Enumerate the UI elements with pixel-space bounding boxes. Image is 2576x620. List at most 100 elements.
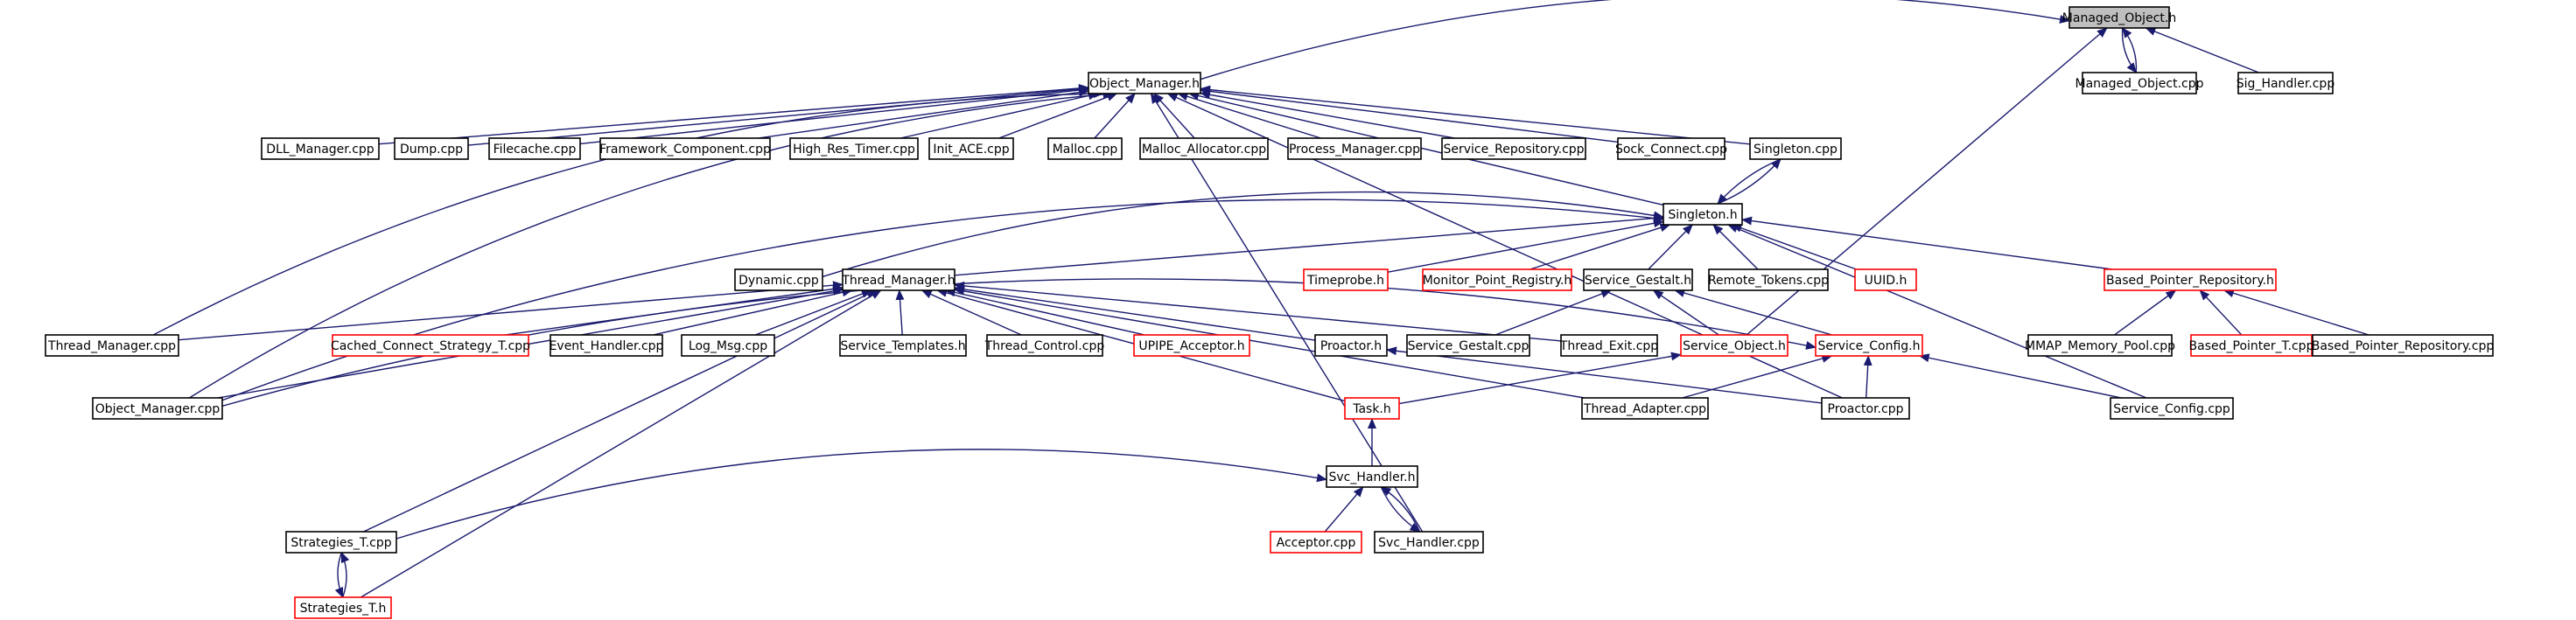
node-service-gestalt-h[interactable]: Service_Gestalt.h	[1583, 268, 1693, 291]
node-proactor-h[interactable]: Proactor.h	[1314, 334, 1388, 357]
node-service-repository-cpp[interactable]: Service_Repository.cpp	[1441, 137, 1586, 160]
node-box	[1088, 72, 1201, 94]
node-high-res-timer-cpp[interactable]: High_Res_Timer.cpp	[789, 137, 919, 160]
node-timeprobe-h[interactable]: Timeprobe.h	[1303, 268, 1389, 291]
node-thread-exit-cpp[interactable]: Thread_Exit.cpp	[1559, 334, 1658, 357]
node-box	[1583, 268, 1693, 291]
node-label: Thread_Control.cpp	[984, 339, 1105, 353]
node-strategies-t-h[interactable]: Strategies_T.h	[294, 596, 392, 619]
node-acceptor-cpp[interactable]: Acceptor.cpp	[1270, 531, 1362, 554]
edge-strategies-t-cpp-to-strategies-t-h	[334, 552, 344, 598]
node-box	[1047, 137, 1123, 160]
edge-thread-manager-h-to-singleton-h	[954, 213, 1664, 276]
node-thread-adapter-cpp[interactable]: Thread_Adapter.cpp	[1581, 397, 1709, 420]
node-box	[1326, 465, 1418, 488]
node-managed-object-cpp[interactable]: Managed_Object.cpp	[2075, 72, 2204, 94]
node-box	[986, 334, 1103, 357]
edge-task-h-to-service-object-h	[1398, 352, 1682, 405]
edge-svc-handler-cpp-to-svc-handler-h	[1380, 486, 1421, 533]
node-dump-cpp[interactable]: Dump.cpp	[394, 137, 469, 160]
node-dynamic-cpp[interactable]: Dynamic.cpp	[734, 268, 823, 291]
node-based-pointer-repository-h[interactable]: Based_Pointer_Repository.h	[2104, 268, 2277, 291]
node-label: Service_Templates.h	[840, 339, 965, 353]
node-task-h[interactable]: Task.h	[1344, 397, 1400, 420]
node-box	[839, 334, 967, 357]
node-label: Proactor.h	[1320, 339, 1382, 353]
node-uuid-h[interactable]: UUID.h	[1854, 268, 1917, 291]
node-thread-manager-h[interactable]: Thread_Manager.h	[841, 268, 956, 291]
node-mmap-memory-pool-cpp[interactable]: MMAP_Memory_Pool.cpp	[2025, 334, 2175, 357]
node-box	[550, 334, 663, 357]
node-init-ace-cpp[interactable]: Init_ACE.cpp	[928, 137, 1014, 160]
node-framework-component-cpp[interactable]: Framework_Component.cpp	[599, 137, 771, 160]
node-label: Based_Pointer_T.cpp	[2189, 339, 2314, 353]
node-singleton-cpp[interactable]: Singleton.cpp	[1749, 137, 1842, 160]
node-label: Cached_Connect_Strategy_T.cpp	[331, 339, 530, 353]
node-log-msg-cpp[interactable]: Log_Msg.cpp	[681, 334, 775, 357]
node-label: Remote_Tokens.cpp	[1708, 274, 1829, 288]
node-box	[488, 137, 581, 160]
edge-service-object-h-to-service-gestalt-h	[1652, 289, 1719, 336]
node-thread-control-cpp[interactable]: Thread_Control.cpp	[984, 334, 1105, 357]
node-process-manager-cpp[interactable]: Process_Manager.cpp	[1287, 137, 1422, 160]
edge-proactor-cpp-to-service-config-h	[1863, 355, 1872, 399]
node-box	[734, 268, 823, 291]
edge-acceptor-cpp-to-svc-handler-h	[1324, 486, 1364, 533]
edge-object-manager-h-to-managed-object-h	[1200, 0, 2070, 80]
node-label: Filecache.cpp	[494, 143, 577, 157]
edge-object-manager-cpp-to-singleton-h	[221, 199, 1664, 401]
edge-thread-adapter-cpp-to-thread-manager-h	[954, 286, 1585, 399]
node-box	[2068, 6, 2170, 29]
node-service-config-h[interactable]: Service_Config.h	[1815, 334, 1923, 357]
edge-timeprobe-h-to-singleton-h	[1387, 219, 1664, 273]
node-service-object-h[interactable]: Service_Object.h	[1680, 334, 1788, 357]
node-box	[2027, 334, 2173, 357]
node-box	[1406, 334, 1530, 357]
node-service-templates-h[interactable]: Service_Templates.h	[839, 334, 967, 357]
edge-dynamic-cpp-to-singleton-h	[822, 191, 1664, 278]
node-managed-object-h[interactable]: Managed_Object.h	[2062, 6, 2176, 29]
node-dll-manager-cpp[interactable]: DLL_Manager.cpp	[261, 137, 380, 160]
node-event-handler-cpp[interactable]: Event_Handler.cpp	[550, 334, 664, 357]
node-box	[1441, 137, 1586, 160]
node-remote-tokens-cpp[interactable]: Remote_Tokens.cpp	[1708, 268, 1829, 291]
edge-based-pointer-repository-h-to-singleton-h	[1741, 216, 2112, 270]
node-box	[599, 137, 771, 160]
edge-service-object-h-to-managed-object-h	[1746, 27, 2108, 336]
node-box	[2312, 334, 2494, 357]
node-box	[1560, 334, 1658, 357]
node-based-pointer-t-cpp[interactable]: Based_Pointer_T.cpp	[2189, 334, 2314, 357]
node-object-manager-h[interactable]: Object_Manager.h	[1088, 72, 1201, 94]
node-svc-handler-cpp[interactable]: Svc_Handler.cpp	[1374, 531, 1484, 554]
node-label: Malloc_Allocator.cpp	[1142, 143, 1266, 157]
node-box	[928, 137, 1014, 160]
node-box	[1581, 397, 1709, 420]
node-object-manager-cpp[interactable]: Object_Manager.cpp	[92, 397, 223, 420]
node-based-pointer-repository-cpp[interactable]: Based_Pointer_Repository.cpp	[2312, 334, 2495, 357]
node-monitor-point-registry-h[interactable]: Monitor_Point_Registry.h	[1422, 268, 1572, 291]
node-label: Thread_Manager.h	[841, 274, 955, 288]
node-strategies-t-cpp[interactable]: Strategies_T.cpp	[285, 531, 397, 554]
node-box	[2110, 397, 2234, 420]
node-filecache-cpp[interactable]: Filecache.cpp	[488, 137, 581, 160]
node-thread-manager-cpp[interactable]: Thread_Manager.cpp	[45, 334, 179, 357]
node-malloc-allocator-cpp[interactable]: Malloc_Allocator.cpp	[1139, 137, 1269, 160]
edge-based-pointer-t-cpp-to-based-pointer-repository-h	[2199, 289, 2243, 336]
node-label: MMAP_Memory_Pool.cpp	[2025, 339, 2175, 353]
node-proactor-cpp[interactable]: Proactor.cpp	[1821, 397, 1910, 420]
node-service-gestalt-cpp[interactable]: Service_Gestalt.cpp	[1406, 334, 1530, 357]
node-label: DLL_Manager.cpp	[266, 143, 374, 157]
node-cached-connect-strategy-t-cpp[interactable]: Cached_Connect_Strategy_T.cpp	[331, 334, 530, 357]
node-svc-handler-h[interactable]: Svc_Handler.h	[1326, 465, 1418, 488]
node-sig-handler-cpp[interactable]: Sig_Handler.cpp	[2236, 72, 2335, 94]
node-sock-connect-cpp[interactable]: Sock_Connect.cpp	[1615, 137, 1727, 160]
node-box	[1617, 137, 1726, 160]
edge-malloc-cpp-to-object-manager-h	[1094, 93, 1136, 139]
node-upipe-acceptor-h[interactable]: UPIPE_Acceptor.h	[1133, 334, 1250, 357]
edge-dll-manager-cpp-to-object-manager-h	[378, 83, 1089, 145]
node-label: Singleton.cpp	[1754, 143, 1838, 157]
node-singleton-h[interactable]: Singleton.h	[1662, 203, 1743, 226]
node-label: Service_Object.h	[1683, 339, 1786, 353]
node-malloc-cpp[interactable]: Malloc.cpp	[1047, 137, 1123, 160]
node-service-config-cpp[interactable]: Service_Config.cpp	[2110, 397, 2234, 420]
